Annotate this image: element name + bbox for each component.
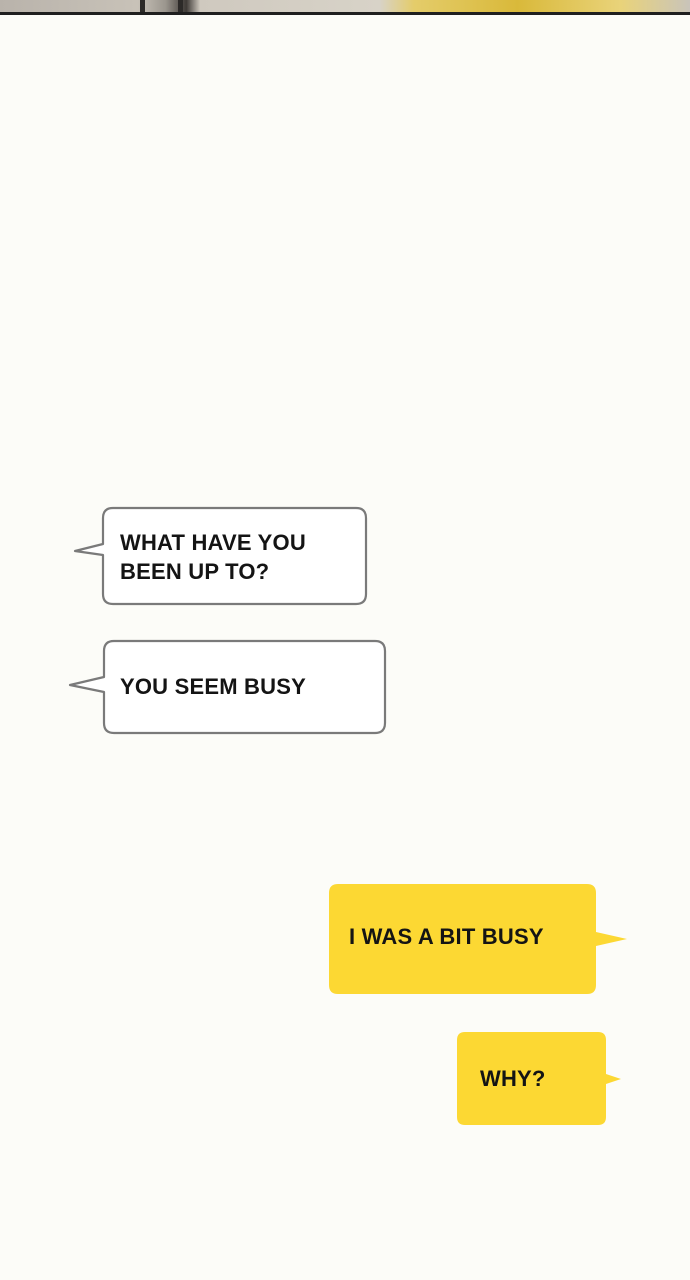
outgoing-message-1: I WAS A BIT BUSY xyxy=(349,922,544,951)
incoming-bubble-2 xyxy=(68,639,387,735)
message-line: YOU SEEM BUSY xyxy=(120,674,306,699)
outgoing-bubble-2 xyxy=(457,1032,621,1125)
panel-art-post xyxy=(140,0,145,13)
message-line: I WAS A BIT BUSY xyxy=(349,924,544,949)
message-line: WHAT HAVE YOU xyxy=(120,530,306,555)
incoming-bubble-1 xyxy=(73,506,368,606)
message-line: BEEN UP TO? xyxy=(120,559,270,584)
outgoing-bubble-1 xyxy=(329,884,627,994)
incoming-message-2: YOU SEEM BUSY xyxy=(120,672,306,701)
previous-panel-art xyxy=(0,0,690,13)
incoming-message-1: WHAT HAVE YOU BEEN UP TO? xyxy=(120,528,306,586)
panel-border xyxy=(0,12,690,15)
message-line: WHY? xyxy=(480,1066,546,1091)
outgoing-message-2: WHY? xyxy=(480,1064,546,1093)
panel-art-post xyxy=(178,0,183,13)
previous-panel-edge xyxy=(0,0,690,16)
